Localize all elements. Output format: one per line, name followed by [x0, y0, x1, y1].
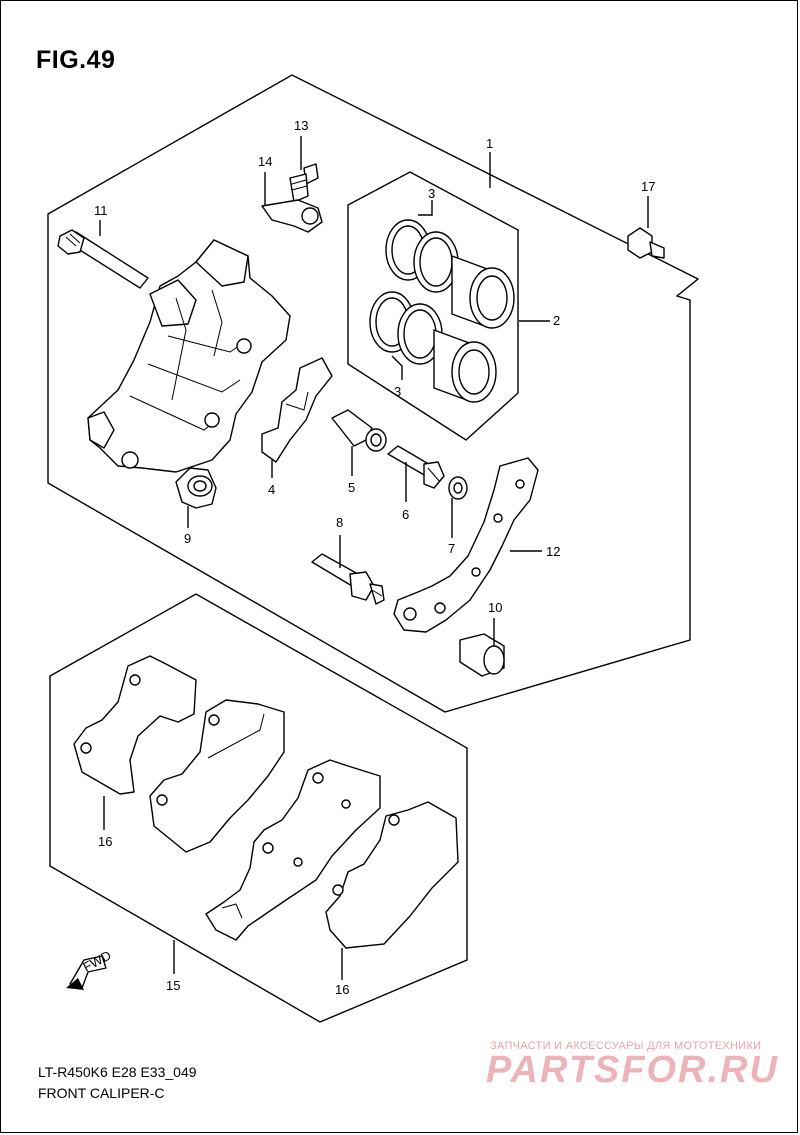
caliper-assembly-outline — [47, 74, 700, 713]
cap-part-14 — [261, 199, 323, 233]
pin-part-5 — [331, 409, 387, 452]
bracket-part-12 — [393, 457, 539, 633]
leader-lines — [99, 136, 649, 980]
brake-pad-left-front — [149, 699, 285, 853]
caliper-body — [87, 239, 291, 473]
pin-part-11 — [57, 229, 149, 289]
callout-9: 9 — [184, 531, 191, 546]
callout-13: 13 — [294, 118, 308, 133]
watermark-logo: PARTSFOR.RU — [486, 1049, 779, 1091]
callout-1: 1 — [486, 136, 493, 151]
bleeder-part-13 — [289, 163, 319, 203]
callout-2: 2 — [553, 313, 560, 328]
pad-spring-part-4 — [261, 357, 333, 463]
model-code: LT-R450K6 E28 E33_049 — [38, 1064, 197, 1080]
callout-15: 15 — [166, 978, 180, 993]
callout-10: 10 — [488, 600, 502, 615]
callout-3-top: 3 — [428, 186, 435, 201]
callout-5: 5 — [348, 480, 355, 495]
callout-8: 8 — [336, 515, 343, 530]
watermark-tagline: ЗАПЧАСТИ И АКСЕССУАРЫ ДЛЯ МОТОТЕХНИКИ — [490, 1040, 762, 1052]
boot-part-9 — [175, 467, 217, 509]
pad-set-outline — [49, 593, 468, 1023]
brake-pad-right-back — [205, 759, 381, 941]
diagram-caption: FRONT CALIPER-C — [38, 1085, 165, 1101]
callout-3-bottom: 3 — [394, 384, 401, 399]
piston-set-outline — [347, 171, 519, 441]
fwd-arrow-icon — [66, 955, 107, 990]
callout-6: 6 — [402, 507, 409, 522]
brake-pad-left-back — [73, 655, 197, 795]
callout-16-left: 16 — [98, 834, 112, 849]
callout-14: 14 — [258, 154, 272, 169]
figure-title: FIG.49 — [36, 46, 116, 74]
callout-4: 4 — [268, 482, 275, 497]
callout-11: 11 — [94, 203, 108, 218]
pin-bolt-part-8 — [311, 553, 385, 605]
bolt-part-17 — [627, 227, 665, 259]
sleeve-part-10 — [459, 633, 505, 677]
brake-pad-right-front — [325, 801, 459, 949]
callout-7: 7 — [448, 541, 455, 556]
bolt-part-6 — [387, 445, 445, 489]
callout-16-right: 16 — [335, 982, 349, 997]
pistons-part-2 — [369, 219, 515, 403]
washer-part-7 — [448, 476, 468, 500]
callout-12: 12 — [546, 544, 560, 559]
callout-17: 17 — [641, 179, 655, 194]
